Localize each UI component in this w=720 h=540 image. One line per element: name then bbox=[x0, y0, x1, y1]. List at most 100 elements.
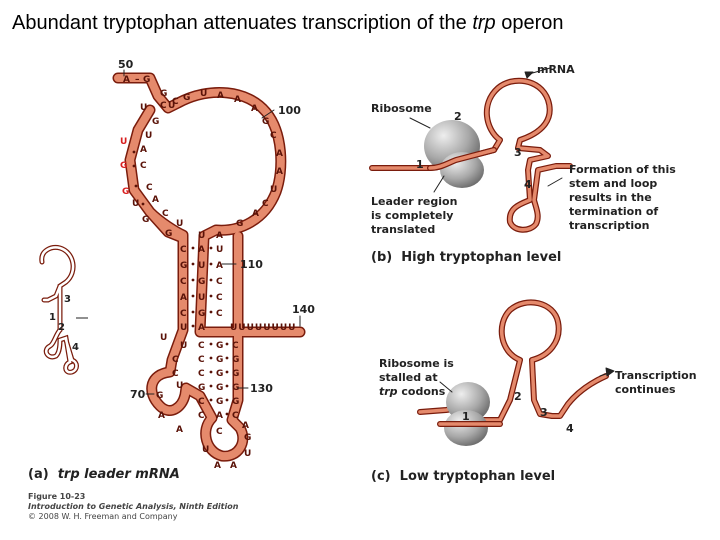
panel-c-label-3: 3 bbox=[540, 406, 548, 419]
svg-text:G: G bbox=[180, 261, 187, 271]
svg-text:A: A bbox=[158, 411, 165, 421]
svg-text:A: A bbox=[276, 167, 283, 177]
svg-text:G: G bbox=[232, 355, 239, 365]
panel-b-caption: (b) High tryptophan level bbox=[371, 250, 562, 265]
svg-text:A: A bbox=[180, 293, 187, 303]
svg-text:G: G bbox=[232, 369, 239, 379]
svg-text:G: G bbox=[198, 383, 205, 393]
svg-text:G: G bbox=[142, 215, 149, 225]
svg-text:C: C bbox=[198, 411, 205, 421]
panel-c-label-4: 4 bbox=[566, 422, 574, 435]
svg-text:U: U bbox=[198, 231, 205, 241]
svg-text:G: G bbox=[216, 341, 223, 351]
svg-text:G: G bbox=[198, 277, 205, 287]
svg-text:A: A bbox=[216, 411, 223, 421]
svg-text:G: G bbox=[156, 391, 163, 401]
panel-b-high-trp bbox=[369, 67, 573, 233]
svg-text:A: A bbox=[198, 323, 205, 333]
svg-text:G: G bbox=[120, 161, 127, 171]
svg-text:U: U bbox=[198, 261, 205, 271]
svg-text:C: C bbox=[160, 101, 167, 111]
svg-text:A: A bbox=[216, 231, 223, 241]
poly-u-tail: UUUUUUUU bbox=[230, 323, 296, 333]
svg-text:G: G bbox=[232, 383, 239, 393]
svg-text:U: U bbox=[145, 131, 152, 141]
svg-text:G: G bbox=[216, 397, 223, 407]
svg-text:U: U bbox=[216, 245, 223, 255]
svg-text:G: G bbox=[152, 117, 159, 127]
svg-text:G: G bbox=[216, 369, 223, 379]
svg-text:U: U bbox=[176, 381, 183, 391]
svg-text:C: C bbox=[162, 209, 169, 219]
svg-text:C: C bbox=[216, 293, 223, 303]
mini-label-4: 4 bbox=[72, 342, 79, 353]
svg-text:C: C bbox=[216, 427, 223, 437]
panel-b-label-3: 3 bbox=[514, 146, 522, 159]
svg-text:A: A bbox=[214, 461, 221, 471]
svg-text:U: U bbox=[270, 185, 277, 195]
residue-100-label: 100 bbox=[278, 104, 301, 117]
panel-c-low-trp bbox=[417, 299, 615, 446]
svg-text:A: A bbox=[198, 245, 205, 255]
svg-text:A: A bbox=[276, 149, 283, 159]
svg-text:G: G bbox=[160, 89, 167, 99]
svg-text:U: U bbox=[180, 323, 187, 333]
svg-text:C: C bbox=[180, 245, 187, 255]
panel-c-label-1: 1 bbox=[462, 410, 470, 423]
svg-text:G: G bbox=[198, 309, 205, 319]
continues-note: Transcription continues bbox=[615, 369, 697, 396]
residue-50-label: 50 bbox=[118, 58, 134, 71]
residue-110-label: 110 bbox=[240, 258, 263, 271]
formation-note: Formation of this stem and loop results … bbox=[569, 163, 676, 232]
svg-text:G: G bbox=[122, 187, 129, 197]
svg-text:C: C bbox=[172, 369, 179, 379]
svg-text:U: U bbox=[244, 449, 251, 459]
panel-c-caption: (c) Low tryptophan level bbox=[371, 469, 556, 484]
svg-text:A: A bbox=[242, 421, 249, 431]
svg-text:G: G bbox=[262, 117, 269, 127]
leader-strand-fill bbox=[114, 74, 304, 461]
residue-140-label: 140 bbox=[292, 303, 315, 316]
slide-title: Abundant tryptophan attenuates transcrip… bbox=[12, 12, 564, 34]
svg-text:A: A bbox=[176, 425, 183, 435]
svg-text:U: U bbox=[180, 341, 187, 351]
ribosome-label: Ribosome bbox=[371, 102, 432, 115]
svg-text:–: – bbox=[135, 75, 140, 85]
svg-text:C: C bbox=[140, 161, 147, 171]
svg-text:C: C bbox=[180, 309, 187, 319]
mini-schematic: 3 1 2 4 bbox=[39, 245, 88, 375]
svg-text:A: A bbox=[123, 75, 130, 85]
svg-text:C: C bbox=[198, 397, 205, 407]
mini-label-1: 1 bbox=[49, 312, 56, 323]
svg-text:A: A bbox=[230, 461, 237, 471]
svg-text:G: G bbox=[183, 93, 190, 103]
svg-text:G: G bbox=[232, 397, 239, 407]
ribosome-stalled bbox=[444, 382, 490, 446]
panel-b-label-1: 1 bbox=[416, 158, 424, 171]
svg-text:C: C bbox=[172, 355, 179, 365]
svg-text:C: C bbox=[198, 369, 205, 379]
svg-text:G: G bbox=[236, 219, 243, 229]
svg-text:C: C bbox=[198, 355, 205, 365]
svg-text:U: U bbox=[176, 219, 183, 229]
panel-c-label-2: 2 bbox=[514, 390, 522, 403]
mini-label-2: 2 bbox=[58, 322, 65, 333]
panel-b-label-4: 4 bbox=[524, 178, 532, 191]
svg-text:A: A bbox=[217, 91, 224, 101]
base-pair-dots bbox=[132, 150, 229, 416]
svg-text:U: U bbox=[132, 199, 139, 209]
figure-credit: Figure 10-23 Introduction to Genetic Ana… bbox=[28, 492, 239, 521]
svg-text:G: G bbox=[143, 75, 150, 85]
svg-text:C: C bbox=[262, 199, 269, 209]
panel-b-label-2: 2 bbox=[454, 110, 462, 123]
svg-text:C: C bbox=[198, 341, 205, 351]
svg-text:U: U bbox=[168, 101, 175, 111]
svg-text:C: C bbox=[180, 277, 187, 287]
panel-a-caption: (a) trp leader mRNA bbox=[28, 467, 180, 482]
svg-text:G: G bbox=[244, 433, 251, 443]
svg-text:C: C bbox=[216, 309, 223, 319]
svg-text:G: G bbox=[216, 383, 223, 393]
residue-130-label: 130 bbox=[250, 382, 273, 395]
